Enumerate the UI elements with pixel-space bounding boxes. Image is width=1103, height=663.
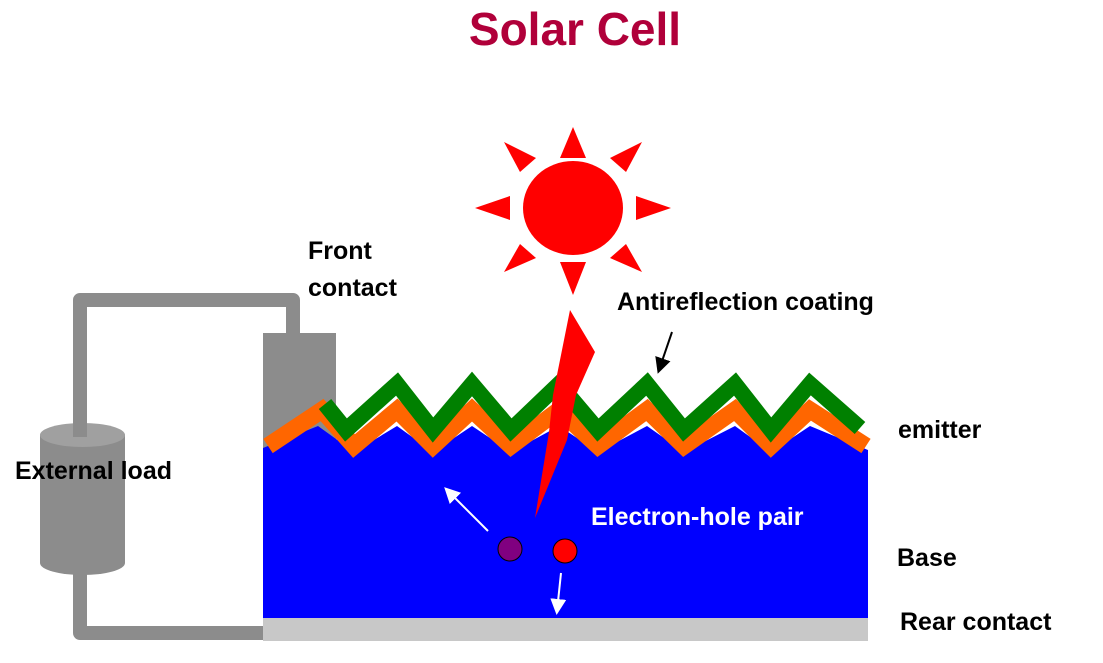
- sun-icon: [475, 127, 671, 295]
- electron-hole-pair-label: Electron-hole pair: [591, 503, 804, 531]
- antireflection-label: Antireflection coating: [617, 288, 874, 316]
- base-label: Base: [897, 544, 957, 572]
- rear-contact: [263, 618, 868, 641]
- hole-arrow: [550, 572, 567, 615]
- diagram-title: Solar Cell: [469, 3, 681, 55]
- rear-contact-label: Rear contact: [900, 608, 1052, 636]
- external-load-label: External load: [15, 457, 172, 485]
- electron-particle: [497, 536, 523, 562]
- front-contact-label-line1: Front: [308, 237, 373, 265]
- antireflection-layer: [318, 371, 866, 443]
- external-wire: [73, 293, 300, 640]
- emitter-label: emitter: [898, 416, 982, 444]
- base-layer: [263, 426, 868, 618]
- antireflection-pointer-arrow: [655, 331, 673, 374]
- front-contact-label-line2: contact: [308, 274, 398, 302]
- hole-particle: [552, 538, 578, 564]
- external-load-cylinder: [40, 415, 125, 575]
- light-ray-icon: [535, 310, 595, 518]
- electron-arrow: [444, 487, 489, 532]
